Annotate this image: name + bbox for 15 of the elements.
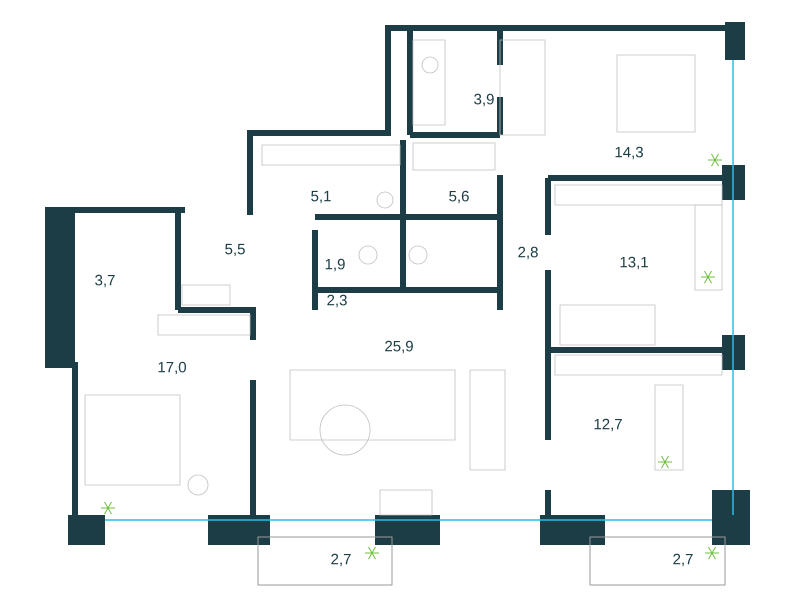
area-label: 25,9 xyxy=(385,340,413,354)
area-label: 2,7 xyxy=(673,554,693,566)
area-label: 5,5 xyxy=(225,244,245,256)
area-label: 14,3 xyxy=(616,146,643,160)
area-label: 5,6 xyxy=(449,190,469,204)
area-label: 13,1 xyxy=(620,256,648,270)
area-label: 5,1 xyxy=(311,190,331,204)
area-label: 12,7 xyxy=(594,418,622,432)
area-label: 17,0 xyxy=(158,362,186,374)
area-label: 3,9 xyxy=(474,94,494,106)
area-label: 1,9 xyxy=(326,258,345,272)
area-label: 3,7 xyxy=(95,274,115,288)
area-label: 2,8 xyxy=(518,246,538,260)
area-label: 2,7 xyxy=(331,554,351,566)
area-label: 2,3 xyxy=(327,294,347,308)
